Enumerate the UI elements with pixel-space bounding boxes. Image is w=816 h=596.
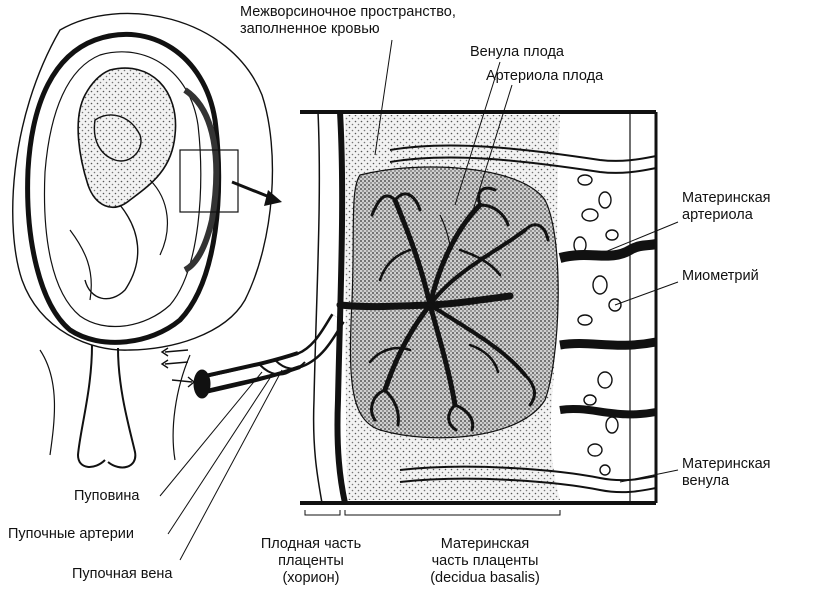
label-intervillous-space: Межворсиночное пространство, заполненное… — [240, 4, 456, 38]
label-fetal-venule: Венула плода — [470, 44, 564, 60]
label-maternal-arteriole-line1: Материнская — [682, 190, 771, 206]
label-maternal-arteriole-line2: артериола — [682, 207, 753, 223]
label-fetal-arteriole: Артериола плода — [486, 68, 604, 84]
label-intervillous-space-line1: Межворсиночное пространство, — [240, 4, 456, 20]
leader-lines — [159, 39, 679, 561]
label-umbilical-vein: Пупочная вена — [72, 566, 173, 582]
label-fetal-part-line1: Плодная часть — [260, 536, 362, 552]
label-intervillous-space-line2: заполненное кровью — [240, 21, 380, 37]
umbilical-cord — [160, 313, 345, 399]
label-maternal-arteriole: Материнская артериола — [682, 190, 771, 224]
label-maternal-venule-line2: венула — [682, 473, 730, 489]
label-fetal-part: Плодная часть плаценты (хорион) — [256, 536, 366, 587]
label-myometrium: Миометрий — [682, 268, 759, 284]
placenta-section — [300, 110, 658, 505]
label-maternal-venule: Материнская венула — [682, 456, 771, 490]
label-maternal-part-line2: часть плаценты — [431, 553, 539, 569]
label-umbilical-arteries: Пупочные артерии — [8, 526, 134, 542]
label-fetal-part-line2: плаценты — [278, 553, 344, 569]
label-maternal-part-line1: Материнская — [440, 536, 530, 552]
magnify-arrowhead — [264, 190, 282, 206]
magnify-arrow — [231, 180, 273, 200]
label-fetal-part-line3: (хорион) — [282, 570, 340, 586]
label-umbilical-cord: Пуповина — [74, 488, 140, 504]
label-maternal-venule-line1: Материнская — [682, 456, 771, 472]
label-maternal-part: Материнская часть плаценты (decidua basa… — [410, 536, 560, 587]
label-maternal-part-line3: (decidua basalis) — [430, 570, 540, 586]
uterus-with-fetus — [12, 12, 274, 469]
